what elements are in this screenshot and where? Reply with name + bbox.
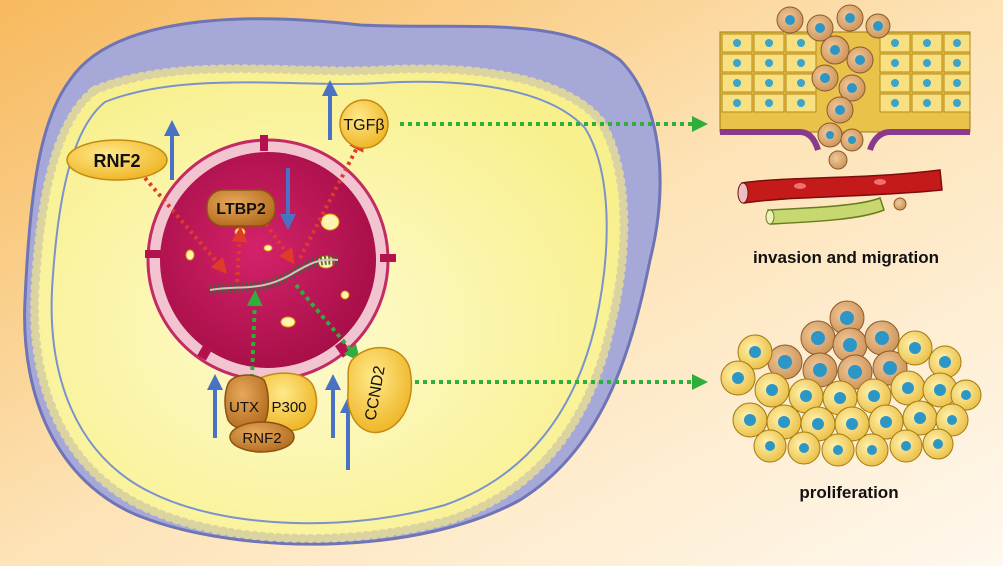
ltbp2-node: LTBP2 <box>206 189 276 227</box>
red-arrow-rnf2-to-dna <box>143 176 228 275</box>
invasion-label: invasion and migration <box>753 248 939 267</box>
cell-membrane <box>29 64 629 543</box>
tgfb-label: TGFβ <box>343 117 384 134</box>
blood-vessel <box>737 169 943 204</box>
rnf2-top-label: RNF2 <box>93 151 140 171</box>
p300-label: P300 <box>271 399 306 416</box>
nucleus <box>160 152 376 368</box>
red-arrow-dna-to-tgfb <box>298 134 364 259</box>
dna-backbone <box>209 258 339 291</box>
rnf2-top-node: RNF2 <box>66 139 168 181</box>
invasion-illustration <box>719 4 971 225</box>
utx-label: UTX <box>229 399 259 416</box>
rnf2-bottom-label: RNF2 <box>242 430 281 447</box>
utx-p300-rnf2-complex: UTX P300 RNF2 <box>224 372 318 453</box>
green-arrow-complex-to-dna <box>246 290 263 379</box>
ccnd2-node: CCND2 <box>347 346 413 434</box>
green-promotion-arrows <box>246 116 708 390</box>
tgfb-node: TGFβ <box>339 99 389 149</box>
cell-membrane-inner <box>50 80 608 525</box>
upregulation-arrows <box>164 80 356 470</box>
basement-membrane <box>720 129 970 151</box>
proliferation-illustration <box>720 300 982 467</box>
red-arrow-dna-to-ltbp2-a <box>231 226 248 283</box>
lymph-vessel <box>765 197 907 225</box>
ltbp2-label: LTBP2 <box>216 201 266 218</box>
epithelial-nuclei <box>733 39 961 107</box>
proliferation-label: proliferation <box>799 483 898 502</box>
tumor-nuclei <box>785 13 883 144</box>
